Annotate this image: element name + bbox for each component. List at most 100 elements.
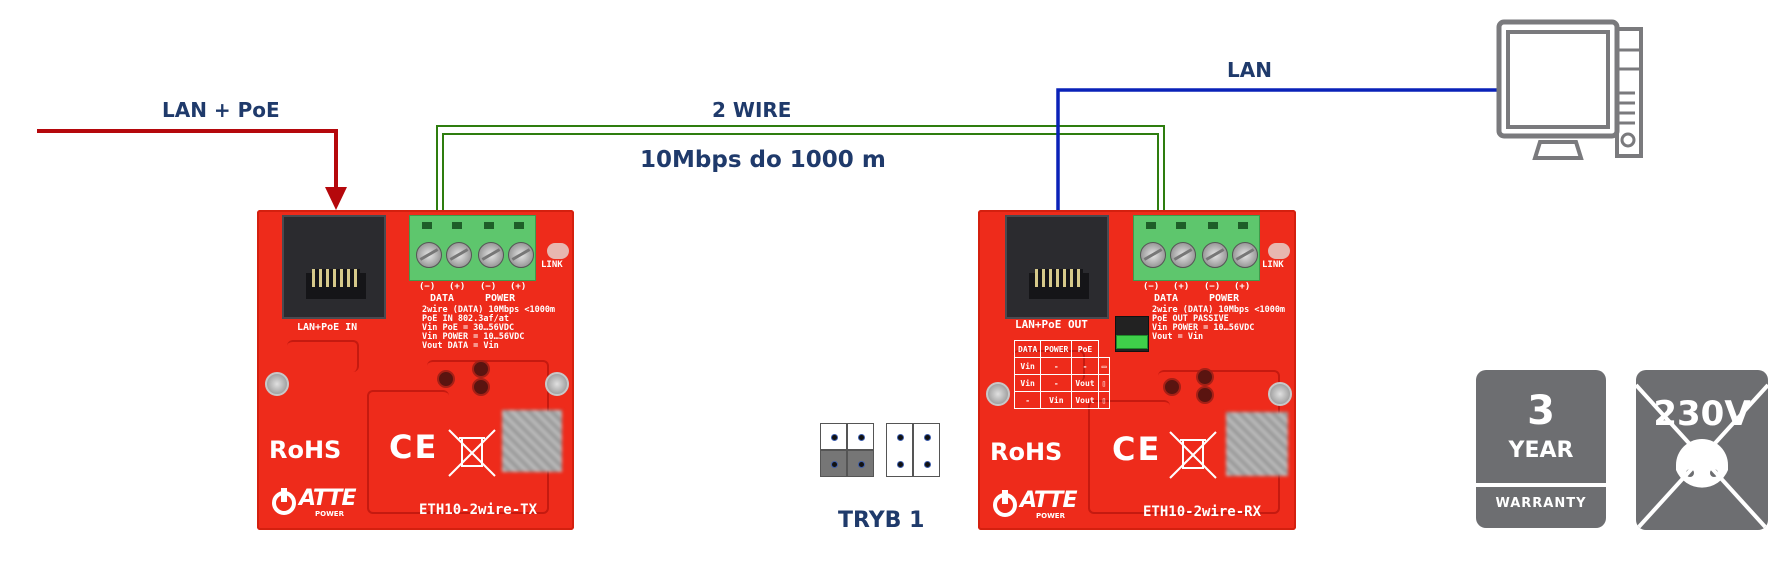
brand-logo: ATTE <box>1020 488 1077 513</box>
table-row: Vin - - ▭ <box>1013 357 1111 375</box>
link-label: LINK <box>541 260 563 270</box>
jumper-pos-icon: ▯ <box>1097 374 1111 392</box>
polarity-label: (+) <box>1234 282 1251 292</box>
terminal-block[interactable] <box>409 215 536 281</box>
screw-icon <box>1170 242 1196 268</box>
screw-icon <box>1202 242 1228 268</box>
brand-sub: POWER <box>1036 512 1065 520</box>
desktop-computer-icon <box>1496 19 1643 160</box>
warranty-label: WARRANTY <box>1495 496 1587 511</box>
data-group-label: DATA <box>430 293 455 304</box>
warranty-year: YEAR <box>1508 438 1574 463</box>
jumper-mode-table: DATA POWER PoE Vin - - ▭ Vin - Vout ▯ - … <box>1013 340 1111 409</box>
polarity-label: (+) <box>449 282 466 292</box>
table-header: PoE <box>1071 340 1099 358</box>
table-cell: Vin <box>1040 391 1073 409</box>
jumper-closed-block <box>820 423 874 477</box>
two-wire-label: 2 WIRE <box>712 98 792 122</box>
power-group-label: POWER <box>485 293 516 304</box>
via <box>1196 368 1214 386</box>
table-cell: - <box>1071 357 1099 375</box>
rx-board: LAN+PoE OUT LINK (−) (+) (−) (+) DATA PO… <box>978 210 1296 530</box>
spec-text: 2wire (DATA) 10Mbps <1000m PoE OUT PASSI… <box>1152 306 1285 342</box>
jumper-cap <box>1116 335 1148 349</box>
jumper-header[interactable] <box>1115 316 1149 352</box>
mounting-screw <box>545 372 569 396</box>
terminal-block[interactable] <box>1133 215 1260 281</box>
table-cell: Vout <box>1071 391 1099 409</box>
via <box>1163 378 1181 396</box>
qr-code <box>502 410 562 472</box>
polarity-label: (−) <box>419 282 436 292</box>
screw-icon <box>1140 242 1166 268</box>
table-cell: Vout <box>1071 374 1099 392</box>
jumper-pos-icon: ▯ <box>1097 391 1111 409</box>
screw-icon <box>416 242 442 268</box>
brand-logo: ATTE <box>299 486 356 511</box>
screw-icon <box>508 242 534 268</box>
warranty-badge-icon: 3 YEAR WARRANTY <box>1476 370 1606 528</box>
screw-icon <box>478 242 504 268</box>
tx-board: LAN+PoE IN LINK (−) (+) (−) (+) DATA POW… <box>257 210 574 530</box>
plug-socket-icon <box>1636 383 1768 530</box>
ce-mark: CE <box>389 428 439 466</box>
weee-crossed-bin-icon <box>448 429 496 477</box>
spec-line: Vin POWER = 10…56VDC <box>1152 323 1255 333</box>
lan-poe-label: LAN + PoE <box>162 98 280 122</box>
spec-line: Vout = Vin <box>1152 332 1204 342</box>
port-label: LAN+PoE IN <box>297 322 358 333</box>
spec-line: 2wire (DATA) 10Mbps <1000m <box>1152 305 1286 315</box>
voltage-label: 230V <box>1653 394 1751 434</box>
link-label: LINK <box>1262 260 1284 270</box>
two-wire-line-outer <box>436 125 1165 212</box>
rohs-mark: RoHS <box>990 438 1063 466</box>
via <box>472 378 490 396</box>
screw-icon <box>446 242 472 268</box>
rohs-mark: RoHS <box>269 436 342 464</box>
speed-label: 10Mbps do 1000 m <box>640 147 886 173</box>
rj45-port-in[interactable] <box>282 215 386 319</box>
mode-label: TRYB 1 <box>838 508 925 533</box>
via <box>1196 386 1214 404</box>
polarity-label: (−) <box>1143 282 1160 292</box>
mounting-screw <box>986 382 1010 406</box>
brand-sub: POWER <box>315 510 344 518</box>
lan-line <box>1056 88 1500 212</box>
pcb-trace <box>1088 400 1170 514</box>
polarity-label: (+) <box>1173 282 1190 292</box>
polarity-label: (+) <box>510 282 527 292</box>
two-wire-line-inner <box>442 133 1159 212</box>
polarity-label: (−) <box>1204 282 1221 292</box>
pcb-trace <box>367 390 449 514</box>
table-cell: - <box>1040 357 1073 375</box>
spec-line: Vin PoE = 30…56VDC <box>422 323 515 333</box>
power-group-label: POWER <box>1209 293 1240 304</box>
spec-line: Vin POWER = 10…56VDC <box>422 332 525 342</box>
mounting-screw <box>265 372 289 396</box>
polarity-label: (−) <box>480 282 497 292</box>
atte-logo-icon <box>993 490 1017 517</box>
jumper-open-block <box>886 423 940 477</box>
screw-icon <box>1232 242 1258 268</box>
table-row: - Vin Vout ▯ <box>1013 391 1111 409</box>
table-header-row: DATA POWER PoE <box>1013 340 1110 358</box>
model-label: ETH10-2wire-RX <box>1143 504 1262 520</box>
spec-text: 2wire (DATA) 10Mbps <1000m PoE IN 802.3a… <box>422 306 555 351</box>
jumper-mode-diagram <box>820 423 950 483</box>
atte-logo-icon <box>272 488 296 515</box>
table-row: Vin - Vout ▯ <box>1013 374 1111 392</box>
data-group-label: DATA <box>1154 293 1179 304</box>
model-label: ETH10-2wire-TX <box>419 502 538 518</box>
via <box>437 370 455 388</box>
table-cell: - <box>1013 391 1042 409</box>
via <box>472 360 490 378</box>
ce-mark: CE <box>1112 430 1162 468</box>
table-cell: Vin <box>1013 374 1042 392</box>
rj45-port-out[interactable] <box>1005 215 1109 319</box>
link-led <box>1268 243 1290 259</box>
table-cell: Vin <box>1013 357 1042 375</box>
warranty-number: 3 <box>1527 388 1555 434</box>
jumper-pos-icon: ▭ <box>1097 357 1111 375</box>
lan-poe-line <box>37 129 338 196</box>
